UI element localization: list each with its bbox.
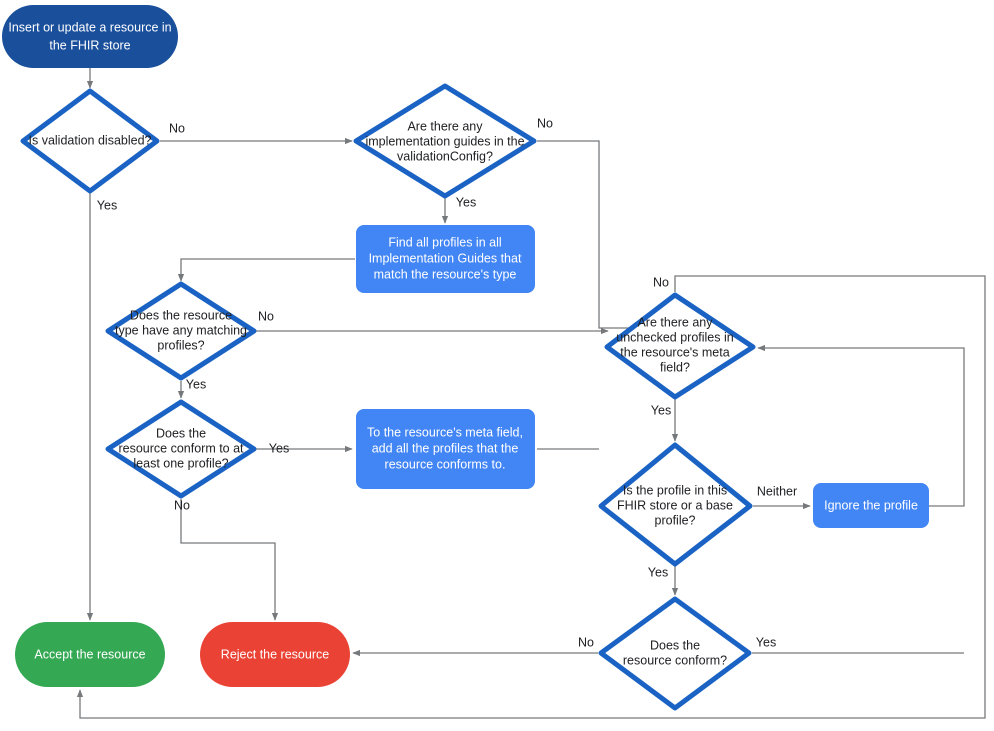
unchecked-profiles-label-line-3: the resource's meta [620, 345, 729, 359]
node-find-profiles[interactable]: Find all profiles in all Implementation … [356, 225, 535, 293]
node-conform-one-profile[interactable]: Does the resource conform to at least on… [105, 399, 257, 499]
edge-label-unchecked-no: No [653, 275, 669, 289]
edge-label-validation-yes: Yes [97, 198, 117, 212]
unchecked-profiles-label-line-1: Are there any [637, 315, 713, 329]
matching-profiles-label-line-1: Does the resource [130, 308, 232, 322]
start-label-line-2: the FHIR store [49, 38, 130, 52]
conform-one-profile-label-line-3: least one profile? [133, 456, 228, 470]
edge-conformone-no [180, 499, 279, 621]
ignore-profile-shape [813, 483, 929, 528]
add-profiles-meta-label-line-1: To the resource's meta field, [367, 425, 523, 439]
edge-guides-no [537, 140, 669, 341]
node-validation-disabled[interactable]: Is validation disabled? [20, 88, 160, 194]
implementation-guides-label-line-2: implementation guides in the [365, 134, 524, 148]
edge-label-conformone-no: No [174, 498, 190, 512]
accept-shape [15, 622, 165, 687]
unchecked-profiles-label-line-2: unchecked profiles in [616, 330, 733, 344]
edge-label-layer: No Yes No Yes No Yes Yes No No Yes Neith… [97, 116, 797, 649]
resource-conform-label-line-2: resource conform? [623, 653, 727, 667]
add-profiles-meta-label-line-2: add all the profiles that the [372, 441, 519, 455]
implementation-guides-shape [353, 83, 537, 199]
node-profile-in-store[interactable]: Is the profile in this FHIR store or a b… [598, 442, 753, 567]
node-accept[interactable]: Accept the resource [15, 622, 165, 687]
node-add-profiles-meta[interactable]: To the resource's meta field, add all th… [356, 409, 535, 489]
edge-unchecked-no [76, 275, 986, 719]
find-profiles-shape [356, 225, 535, 293]
unchecked-profiles-label-line-4: field? [660, 360, 690, 374]
edge-label-conform-yes: Yes [756, 635, 776, 649]
resource-conform-label-line-1: Does the [650, 638, 700, 652]
node-reject[interactable]: Reject the resource [200, 622, 350, 687]
edge-label-unchecked-yes: Yes [651, 403, 671, 417]
profile-in-store-label-line-1: Is the profile in this [623, 483, 727, 497]
matching-profiles-label-line-3: profiles? [157, 338, 204, 352]
edge-label-conform-no: No [578, 635, 594, 649]
edge-findprofiles-to-matching [177, 258, 355, 282]
edge-label-matching-yes: Yes [186, 377, 206, 391]
find-profiles-label-line-3: match the resource's type [374, 267, 517, 281]
accept-label: Accept the resource [34, 647, 145, 661]
node-matching-profiles[interactable]: Does the resource type have any matching… [105, 281, 257, 381]
add-profiles-meta-label-line-3: resource conforms to. [385, 457, 506, 471]
profile-in-store-label-line-3: profile? [655, 513, 696, 527]
unchecked-profiles-shape [604, 292, 756, 400]
matching-profiles-shape [105, 281, 257, 381]
reject-shape [200, 622, 350, 687]
edge-label-guides-yes: Yes [456, 195, 476, 209]
edge-label-matching-no: No [258, 309, 274, 323]
validation-disabled-label: Is validation disabled? [29, 133, 152, 147]
edge-label-validation-no: No [169, 121, 185, 135]
edge-label-conformone-yes: Yes [269, 441, 289, 455]
node-start[interactable]: Insert or update a resource in the FHIR … [2, 5, 178, 68]
matching-profiles-label-line-2: type have any matching [115, 323, 247, 337]
start-shape [2, 5, 178, 68]
node-unchecked-profiles[interactable]: Are there any unchecked profiles in the … [604, 292, 756, 400]
node-implementation-guides[interactable]: Are there any implementation guides in t… [353, 83, 537, 199]
edge-label-guides-no: No [537, 116, 553, 130]
add-profiles-meta-shape [356, 409, 535, 489]
ignore-profile-label: Ignore the profile [824, 498, 918, 512]
profile-in-store-label-line-2: FHIR store or a base [617, 498, 733, 512]
conform-one-profile-shape [105, 399, 257, 499]
validation-disabled-shape [20, 88, 160, 194]
resource-conform-shape [598, 596, 752, 711]
conform-one-profile-label-line-2: resource conform to at [118, 441, 244, 455]
conform-one-profile-label-line-1: Does the [156, 426, 206, 440]
node-resource-conform[interactable]: Does the resource conform? [598, 596, 752, 711]
edge-label-profile-neither: Neither [757, 484, 797, 498]
find-profiles-label-line-2: Implementation Guides that [369, 251, 522, 265]
implementation-guides-label-line-3: validationConfig? [397, 149, 493, 163]
node-ignore-profile[interactable]: Ignore the profile [813, 483, 929, 528]
edge-label-profile-yes: Yes [648, 565, 668, 579]
connector-layer [76, 68, 986, 719]
edge-ignore-loopback [757, 344, 965, 507]
start-label-line-1: Insert or update a resource in [8, 20, 171, 34]
implementation-guides-label-line-1: Are there any [407, 119, 483, 133]
profile-in-store-shape [598, 442, 753, 567]
find-profiles-label-line-1: Find all profiles in all [388, 235, 501, 249]
reject-label: Reject the resource [221, 647, 329, 661]
